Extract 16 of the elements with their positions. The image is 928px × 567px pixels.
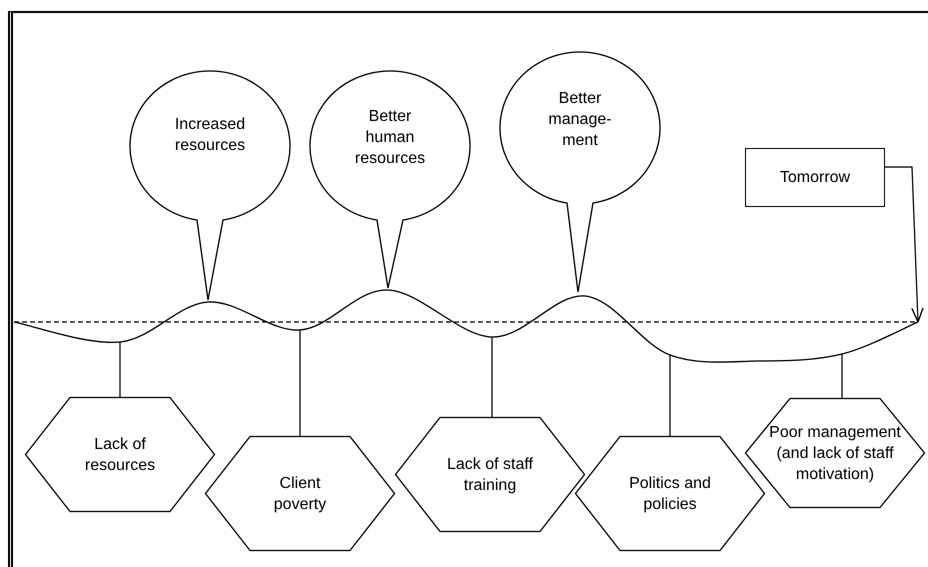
hexagon-text: Lack of resources xyxy=(84,434,156,476)
wave-line xyxy=(14,289,918,363)
connector-line xyxy=(841,354,843,398)
hexagon-text: Lack of staff training xyxy=(446,454,534,496)
connector-line xyxy=(669,355,671,436)
balloon-text: Better human resources xyxy=(354,107,426,169)
connector-line xyxy=(491,337,493,417)
text-box: Tomorrow xyxy=(745,148,885,207)
balloon-text: Better manage- ment xyxy=(547,89,613,151)
connector-line xyxy=(299,330,301,436)
hexagon-text: Politics and policies xyxy=(628,474,712,514)
balloon-text: Increased resources xyxy=(174,115,246,156)
connector-line xyxy=(119,342,121,397)
hexagon-text: Client poverty xyxy=(272,474,328,514)
arrow xyxy=(883,166,924,323)
hexagon-text: Poor management (and lack of staff motivation) xyxy=(768,422,902,484)
